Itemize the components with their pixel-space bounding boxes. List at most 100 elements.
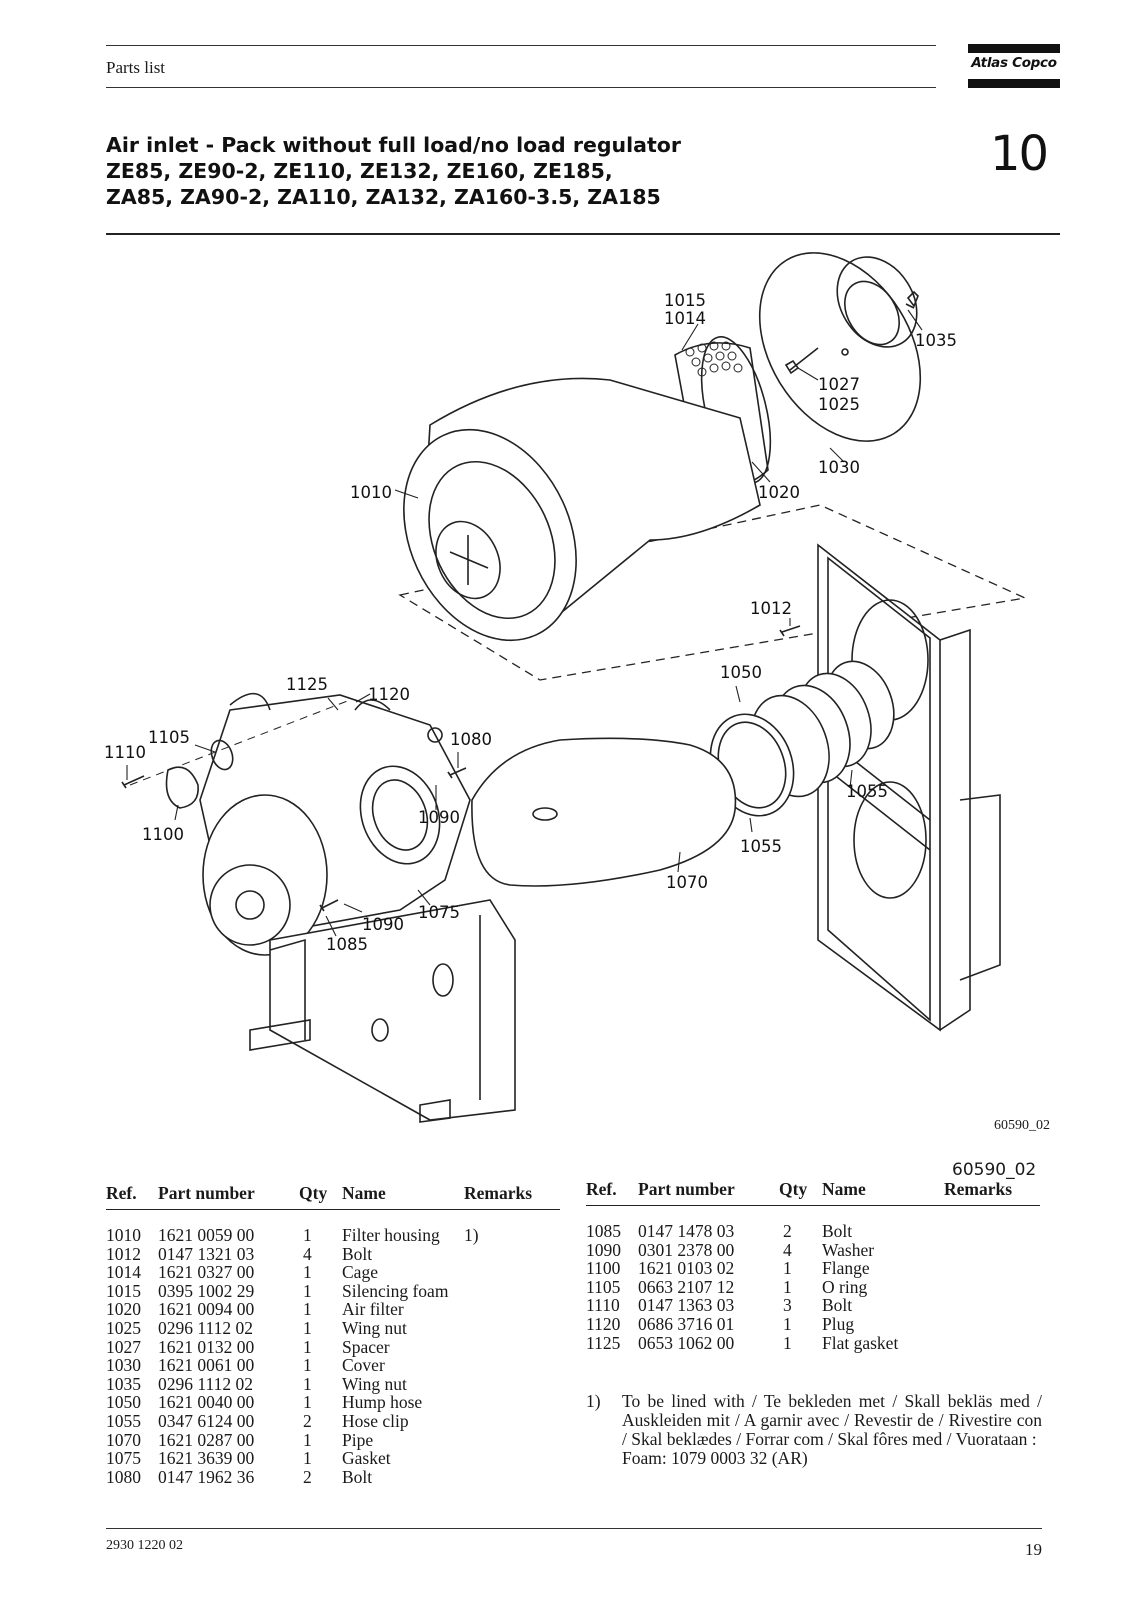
cell-part-number: 0147 1363 03: [638, 1295, 735, 1316]
flange-1100: [165, 766, 199, 809]
cell-ref: 1075: [106, 1448, 141, 1469]
cell-name: Filter housing: [342, 1225, 440, 1245]
footnote-foam: Foam: 1079 0003 32 (AR): [622, 1448, 808, 1468]
col-part-number: Part number: [638, 1179, 735, 1199]
cell-ref: 1125: [586, 1332, 621, 1353]
cell-qty: 1: [783, 1276, 792, 1297]
callout-label: 1090: [362, 915, 404, 934]
cell-name: O ring: [822, 1276, 868, 1297]
cell-qty: 1: [783, 1313, 792, 1334]
cell-name: Air filter: [342, 1299, 404, 1320]
hump-hose-1050: [750, 660, 895, 798]
callout-label: 1100: [142, 825, 184, 844]
cell-part-number: 0296 1112 02: [158, 1373, 253, 1394]
cell-part-number: 1621 0061 00: [158, 1355, 255, 1376]
cell-qty: 1: [783, 1258, 792, 1279]
cell-name: Silencing foam: [342, 1280, 449, 1301]
cell-name: Bolt: [822, 1295, 853, 1316]
leader-lines: [126, 309, 923, 937]
col-name: Name: [822, 1179, 866, 1199]
cell-part-number: 0147 1478 03: [638, 1221, 735, 1241]
cell-part-number: 1621 3639 00: [158, 1448, 255, 1469]
title-line-2: ZE85, ZE90-2, ZE110, ZE132, ZE160, ZE185…: [106, 159, 613, 183]
cell-part-number: 0686 3716 01: [638, 1313, 735, 1334]
cell-qty: 1: [303, 1262, 312, 1283]
cell-ref: 1100: [586, 1258, 621, 1279]
cell-ref: 1025: [106, 1317, 141, 1338]
callout-label: 1020: [758, 483, 800, 502]
table-header: Ref. Part number Qty Name Remarks: [106, 1182, 560, 1210]
compressor-element: [199, 692, 471, 956]
table-row: 1014 1621 0327 00 1 Cage: [106, 1263, 560, 1282]
cell-name: Bolt: [342, 1466, 373, 1487]
cell-ref: 1070: [106, 1429, 141, 1450]
cell-ref: 1055: [106, 1410, 141, 1431]
cell-ref: 1015: [106, 1280, 141, 1301]
o-ring-1105: [210, 739, 234, 771]
footer-rule: [106, 1528, 1042, 1529]
cell-ref: 1027: [106, 1336, 141, 1357]
cell-ref: 1050: [106, 1392, 141, 1413]
cell-ref: 1120: [586, 1313, 621, 1334]
callout-label: 1070: [666, 873, 708, 892]
cell-name: Flat gasket: [822, 1332, 899, 1353]
col-remarks: Remarks: [944, 1179, 1013, 1199]
cell-part-number: 1621 0287 00: [158, 1429, 255, 1450]
cell-qty: 1: [303, 1429, 312, 1450]
cell-qty: 1: [303, 1280, 312, 1301]
cell-ref: 1014: [106, 1262, 141, 1283]
callout-label: 1120: [368, 685, 410, 704]
header-top-rule: [106, 45, 936, 46]
cell-part-number: 0296 1112 02: [158, 1317, 253, 1338]
cell-ref: 1020: [106, 1299, 141, 1320]
col-ref: Ref.: [586, 1179, 617, 1199]
callout-label: 1010: [350, 483, 392, 502]
wing-nut-1035: [905, 290, 919, 309]
cell-name: Spacer: [342, 1336, 390, 1357]
figure-caption: 60590_02: [952, 1160, 1037, 1180]
bolt-1110: [121, 775, 145, 789]
table-header: Ref. Part number Qty Name Remarks: [586, 1178, 1040, 1206]
cell-ref: 1085: [586, 1221, 621, 1241]
cell-qty: 4: [303, 1243, 312, 1264]
cell-name: Bolt: [342, 1243, 373, 1264]
pipe-1070: [471, 737, 737, 887]
header-bottom-rule: [106, 87, 936, 88]
cell-ref: 1080: [106, 1466, 141, 1487]
col-name: Name: [342, 1183, 386, 1203]
callout-label: 1125: [286, 675, 328, 694]
cell-qty: 2: [783, 1221, 792, 1241]
callout-label: 1075: [418, 903, 460, 922]
cell-name: Cage: [342, 1262, 378, 1283]
cell-part-number: 0147 1321 03: [158, 1243, 255, 1264]
col-part-number: Part number: [158, 1183, 255, 1203]
cell-part-number: 1621 0327 00: [158, 1262, 255, 1283]
footnote: 1) To be lined with / Te bekleden met / …: [586, 1392, 1042, 1468]
cell-part-number: 0301 2378 00: [638, 1239, 735, 1260]
cell-ref: 1105: [586, 1276, 621, 1297]
cell-part-number: 1621 0040 00: [158, 1392, 255, 1413]
cell-part-number: 0663 2107 12: [638, 1276, 735, 1297]
bolt-1080: [447, 767, 467, 779]
cell-part-number: 0653 1062 00: [638, 1332, 735, 1353]
callout-label: 1055: [846, 782, 888, 801]
cell-part-number: 1621 0059 00: [158, 1225, 255, 1245]
cell-part-number: 1621 0103 02: [638, 1258, 735, 1279]
cell-part-number: 0147 1962 36: [158, 1466, 255, 1487]
cell-part-number: 0347 6124 00: [158, 1410, 255, 1431]
base-frame: [249, 899, 516, 1123]
